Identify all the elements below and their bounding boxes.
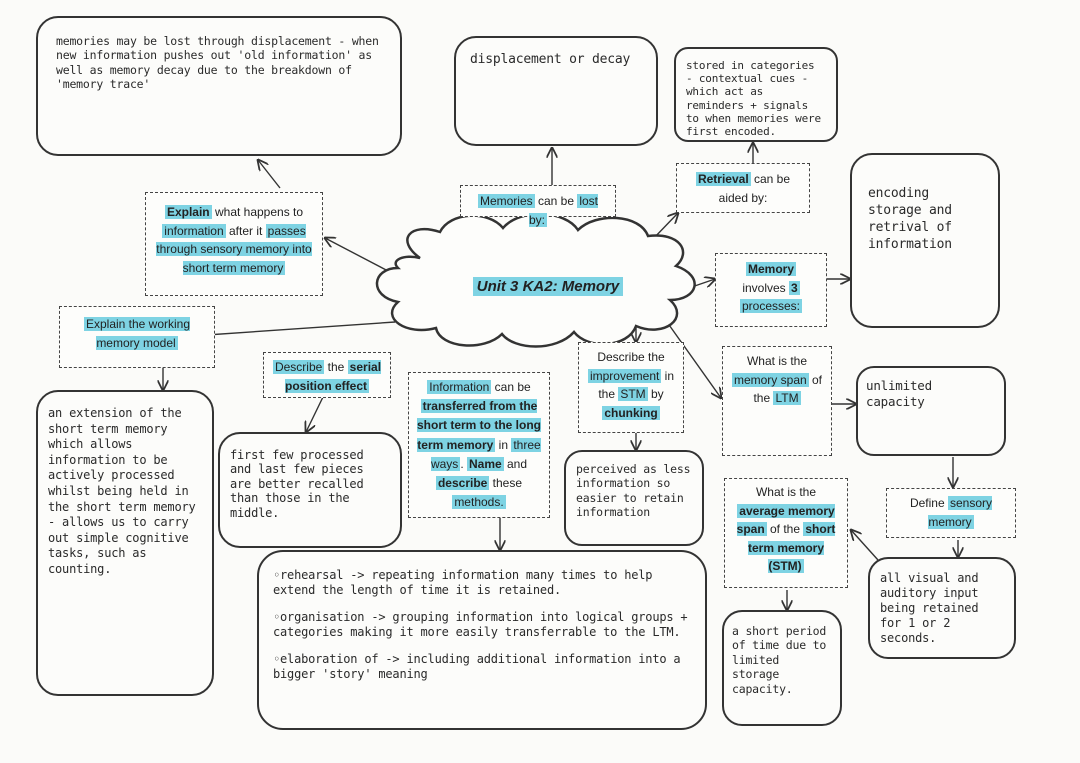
serial-position-answer-box: first few processed and last few pieces … bbox=[218, 432, 402, 548]
transfer-q-text-d: and bbox=[503, 456, 528, 471]
processes-q-keyword: Memory bbox=[745, 262, 796, 276]
transfer-q-keyword-f: methods. bbox=[452, 495, 506, 510]
ltm-q-text-a: What is the bbox=[746, 354, 808, 368]
explain-q-keyword-b: information bbox=[162, 223, 226, 238]
chunking-q-text-c: by bbox=[647, 387, 664, 402]
processes-q-number: 3 bbox=[789, 280, 800, 295]
retrieval-q-text: can be aided by: bbox=[718, 172, 791, 205]
explain-q-keyword: Explain bbox=[164, 205, 212, 219]
transfer-q-text-c: . bbox=[460, 456, 467, 471]
arrow-sensory-to-stm bbox=[851, 530, 879, 561]
chunking-question: Describe the improvement in the STM by c… bbox=[578, 342, 684, 433]
transfer-q-text-b: in bbox=[495, 437, 512, 452]
serial-position-question: Describe the serial position effect bbox=[263, 352, 391, 398]
method-item-organisation: ◦organisation -> grouping information in… bbox=[273, 610, 688, 639]
transfer-q-text-a: can be bbox=[491, 380, 531, 394]
working-memory-question: Explain the working memory model bbox=[59, 306, 215, 368]
processes-q-text: involves bbox=[742, 280, 789, 295]
retrieval-answer-box: stored in categories - contextual cues -… bbox=[674, 47, 838, 142]
serial-answer-text: first few processed and last few pieces … bbox=[230, 448, 364, 520]
stm-q-text-b: of the bbox=[766, 522, 804, 537]
lost-question: Memories can be lost by: bbox=[460, 185, 616, 227]
transfer-q-text-e: these bbox=[489, 475, 523, 490]
processes-answer-box: encoding storage and retrival of informa… bbox=[850, 153, 1000, 328]
stm-span-answer-box: a short period of time due to limited st… bbox=[722, 610, 842, 726]
displacement-answer-box: memories may be lost through displacemen… bbox=[36, 16, 402, 156]
arrow-centre-to-explain bbox=[325, 238, 391, 273]
explain-q-text-b: after it bbox=[225, 223, 266, 238]
methods-list: ◦rehearsal -> repeating information many… bbox=[273, 568, 691, 682]
sensory-answer-box: all visual and auditory input being reta… bbox=[868, 557, 1016, 659]
working-q-text: Explain the working memory model bbox=[83, 317, 191, 350]
lost-answer-text: displacement or decay bbox=[470, 52, 631, 67]
arrow-explain-to-displacement-answer bbox=[258, 160, 281, 189]
processes-q-keyword-b: processes: bbox=[739, 299, 803, 314]
chunking-q-keyword-c: chunking bbox=[602, 405, 660, 420]
ltm-span-answer-box: unlimited capacity bbox=[856, 366, 1006, 456]
transfer-question: Information can be transferred from the … bbox=[408, 372, 550, 518]
sensory-answer-text: all visual and auditory input being reta… bbox=[880, 571, 979, 645]
processes-question: Memory involves 3 processes: bbox=[715, 253, 827, 327]
processes-answer-text: encoding storage and retrival of informa… bbox=[868, 185, 952, 252]
explain-transfer-question: Explain what happens to information afte… bbox=[145, 192, 323, 296]
working-memory-answer-box: an extension of the short term memory wh… bbox=[36, 390, 214, 696]
serial-q-keyword: Describe bbox=[272, 360, 325, 374]
methods-answer-box: ◦rehearsal -> repeating information many… bbox=[257, 550, 707, 730]
transfer-q-keyword: Information bbox=[427, 380, 492, 394]
ltm-q-keyword-b: LTM bbox=[773, 391, 801, 406]
method-item-rehearsal: ◦rehearsal -> repeating information many… bbox=[273, 568, 653, 597]
stm-q-text-a: What is the bbox=[755, 485, 817, 499]
transfer-q-keyword-d: Name bbox=[466, 456, 504, 471]
displacement-answer-text: memories may be lost through displacemen… bbox=[56, 34, 379, 92]
arrow-centre-to-working bbox=[192, 321, 396, 336]
chunking-answer-box: perceived as less information so easier … bbox=[564, 450, 704, 546]
stm-answer-text: a short period of time due to limited st… bbox=[732, 624, 827, 696]
ltm-answer-text: unlimited capacity bbox=[866, 378, 932, 409]
central-title: Unit 3 KA2: Memory bbox=[398, 256, 698, 316]
chunking-q-keyword-b: STM bbox=[618, 387, 648, 402]
sensory-question: Define sensory memory bbox=[886, 488, 1016, 538]
chunking-q-keyword: improvement bbox=[587, 368, 662, 383]
chunking-q-text-a: Describe the bbox=[597, 350, 665, 364]
arrow-centre-to-ltm bbox=[661, 314, 721, 398]
transfer-q-keyword-e: describe bbox=[435, 475, 490, 490]
chunking-q-text-b: in the bbox=[598, 368, 675, 402]
ltm-span-question: What is the memory span of the LTM bbox=[722, 346, 832, 456]
ltm-q-text-b: of the bbox=[753, 372, 823, 406]
retrieval-q-keyword: Retrieval bbox=[695, 172, 751, 186]
method-item-elaboration: ◦elaboration of -> including additional … bbox=[273, 652, 681, 681]
ltm-q-keyword: memory span bbox=[731, 372, 809, 387]
retrieval-answer-text: stored in categories - contextual cues -… bbox=[686, 59, 821, 138]
retrieval-question: Retrieval can be aided by: bbox=[676, 163, 810, 213]
lost-q-keyword: Memories bbox=[477, 194, 535, 208]
serial-q-text: the bbox=[324, 360, 348, 374]
chunking-answer-text: perceived as less information so easier … bbox=[576, 462, 691, 520]
lost-answer-box: displacement or decay bbox=[454, 36, 658, 146]
working-answer-text: an extension of the short term memory wh… bbox=[48, 406, 196, 576]
stm-span-question: What is the average memory span of the s… bbox=[724, 478, 848, 588]
lost-q-text: can be bbox=[534, 194, 578, 208]
explain-q-text-a: what happens to bbox=[211, 205, 304, 219]
arrow-serial-to-answer bbox=[306, 396, 324, 432]
sensory-q-text: Define bbox=[909, 496, 948, 510]
